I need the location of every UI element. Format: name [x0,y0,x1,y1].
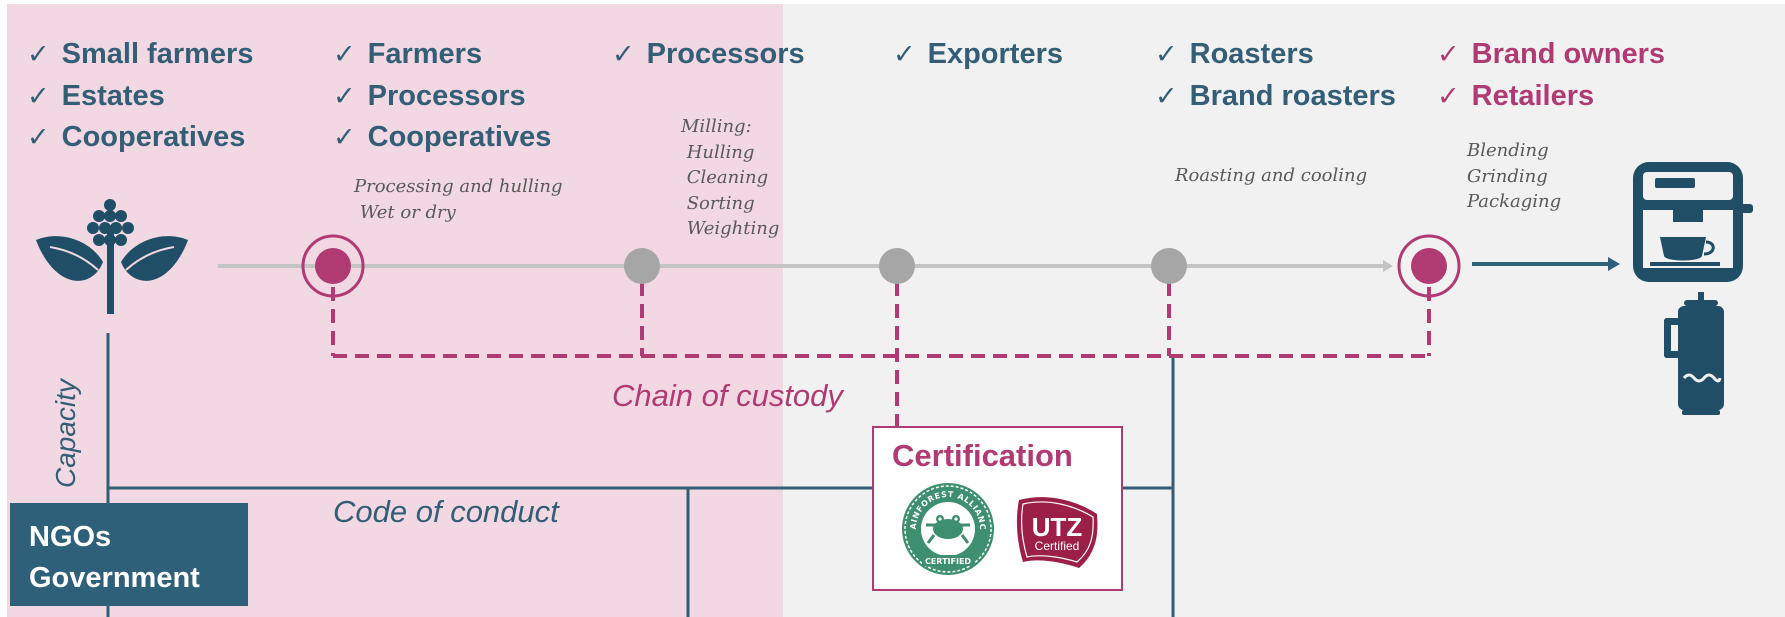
check-icon: ✓ [27,39,50,70]
utz-main-text: UTZ [1032,512,1083,542]
stakeholder-item: ✓ Roasters [1155,34,1396,76]
stakeholder-label: Exporters [927,38,1064,70]
government-label: Government [29,562,200,594]
stakeholder-item: ✓ Exporters [893,34,1063,76]
brand-node [1411,248,1447,284]
stakeholder-item: ✓ Cooperatives [333,117,551,159]
exporter-node [879,248,915,284]
stakeholder-item: ✓ Small farmers [27,34,253,76]
note-roasting: Roasting and cooling [1175,165,1368,186]
code-of-conduct-label: Code of conduct [333,494,559,529]
rainforest-certified-text: CERTIFIED [925,557,971,566]
check-icon: ✓ [1155,39,1178,70]
check-icon: ✓ [333,39,356,70]
stakeholder-label: Retailers [1471,79,1595,112]
stakeholder-label: Processors [367,79,526,112]
column-producers: ✓ Small farmers ✓ Estates ✓ Cooperatives [27,34,253,159]
stakeholder-item: ✓ Brand owners [1437,34,1665,76]
stakeholder-item: ✓ Farmers [333,34,551,76]
ngo-label: NGOs [29,521,112,553]
note-blending: Blending Grinding Packaging [1467,140,1562,212]
rainforest-alliance-seal: RAINFOREST ALLIANCE CERTIFIED [898,479,994,575]
stakeholder-label: Farmers [367,38,483,70]
check-icon: ✓ [612,39,635,70]
chain-of-custody-dashes [331,282,1431,426]
column-processors: ✓ Processors [612,34,805,76]
governance-lines [106,333,1175,617]
check-icon: ✓ [333,80,356,112]
frog-icon [926,515,970,544]
check-icon: ✓ [1437,80,1460,112]
stakeholder-label: Estates [61,79,165,112]
french-press-icon [1664,292,1724,415]
chain-of-custody-label: Chain of custody [612,378,843,413]
check-icon: ✓ [27,80,50,112]
check-icon: ✓ [893,39,916,70]
value-chain-arrowhead [1383,260,1393,272]
stakeholder-label: Roasters [1189,38,1314,70]
espresso-machine-icon [1633,162,1753,282]
custody-node [315,248,351,284]
utz-sub-text: Certified [1035,539,1080,553]
stakeholder-item: ✓ Processors [333,76,551,118]
ngo-government-box: NGOs Government [10,503,248,606]
capacity-label: Capacity [50,379,81,488]
stakeholder-label: Cooperatives [367,121,552,153]
check-icon: ✓ [1437,39,1460,70]
brand-node-ring [1397,234,1461,298]
stakeholder-label: Processors [646,38,805,70]
stakeholder-item: ✓ Retailers [1437,76,1665,118]
processor-node [624,248,660,284]
column-roasters: ✓ Roasters ✓ Brand roasters [1155,34,1396,117]
check-icon: ✓ [1155,80,1178,112]
certification-title: Certification [892,438,1073,473]
note-milling: Milling: Hulling Cleaning Sorting Weight… [681,116,780,239]
roaster-node [1151,248,1187,284]
consumer-arrowhead [1608,257,1620,271]
stakeholder-item: ✓ Estates [27,76,253,118]
stakeholder-label: Cooperatives [61,121,246,153]
check-icon: ✓ [333,122,356,153]
column-brand-owners: ✓ Brand owners ✓ Retailers [1437,34,1665,117]
stakeholder-item: ✓ Brand roasters [1155,76,1396,118]
utz-certified-seal: UTZ Certified [1016,497,1098,568]
stakeholder-item: ✓ Cooperatives [27,117,253,159]
stakeholder-label: Small farmers [61,38,254,70]
stakeholder-label: Brand roasters [1189,79,1396,112]
coffee-plant-icon [36,199,188,314]
custody-node-ring [301,234,365,298]
note-processing: Processing and hulling Wet or dry [354,176,563,223]
column-exporters: ✓ Exporters [893,34,1063,76]
column-farmers: ✓ Farmers ✓ Processors ✓ Cooperatives [333,34,551,159]
stakeholder-item: ✓ Processors [612,34,805,76]
certification-box: Certification RAINFOREST ALLIANCE CERTIF… [872,426,1123,591]
stakeholder-label: Brand owners [1471,38,1665,70]
check-icon: ✓ [27,122,50,153]
